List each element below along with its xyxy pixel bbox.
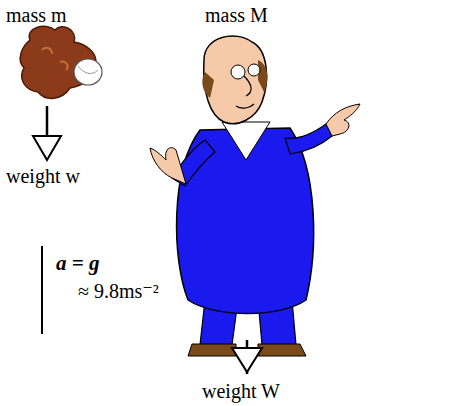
man-figure: [150, 36, 360, 356]
weight-arrow: [232, 340, 262, 374]
baby-figure: [20, 26, 102, 98]
weight-arrow: [33, 106, 61, 160]
weight-label: weight W: [202, 380, 280, 402]
equation-label: a = g: [56, 252, 99, 275]
bracket-line: [41, 246, 43, 334]
mass-label: mass M: [205, 4, 268, 26]
weight-label: weight w: [6, 165, 80, 187]
value-label: ≈ 9.8ms⁻²: [78, 280, 159, 302]
mass-label: mass m: [6, 4, 67, 26]
